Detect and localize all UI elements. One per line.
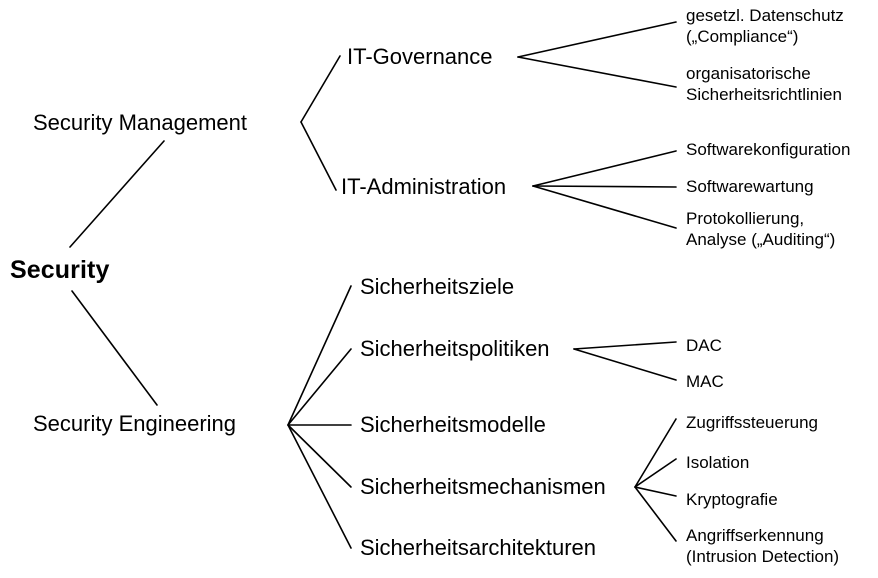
node-root-security: Security [10,256,110,284]
edge-sicherheitsmechanismen-to-isolation [634,458,677,488]
node-l3-sicherheitsmodelle: Sicherheitsmodelle [360,412,546,437]
node-l4-organisatorische: organisatorische Sicherheitsrichtlinien [686,64,842,105]
edge-security-engineering-to-sicherheitsmechanismen [287,424,352,488]
edge-security-engineering-to-sicherheitspolitiken [287,348,352,426]
node-l3-it-governance: IT-Governance [347,44,493,69]
edge-it-administration-to-softwarekonfiguration [532,150,677,187]
edge-sicherheitspolitiken-to-dac [573,341,677,350]
node-l4-isolation: Isolation [686,453,750,472]
node-l4-zugriffssteuerung: Zugriffssteuerung [686,413,818,432]
node-l3-it-administration: IT-Administration [341,174,507,199]
node-l2-security-management: Security Management [33,110,247,135]
node-l2-security-engineering: Security Engineering [33,411,237,436]
edge-sicherheitsmechanismen-to-kryptografie [634,486,677,497]
edge-it-administration-to-protokollierung [532,185,677,229]
node-l3-sicherheitspolitiken: Sicherheitspolitiken [360,336,550,361]
node-l4-softwarewartung: Softwarewartung [686,177,814,196]
edge-security-to-security-management [69,140,165,248]
edge-it-administration-to-softwarewartung [532,185,677,188]
edge-security-management-to-it-governance [300,55,341,123]
edge-sicherheitsmechanismen-to-angriffserkennung [634,486,677,542]
node-l3-sicherheitsziele: Sicherheitsziele [360,274,515,299]
node-l4-angriffserkennung: Angriffserkennung (Intrusion Detection) [686,526,840,567]
node-l4-mac: MAC [686,372,724,391]
node-l4-softwarekonfiguration: Softwarekonfiguration [686,140,851,159]
edge-security-engineering-to-sicherheitsarchitekturen [287,424,352,549]
edge-security-management-to-it-administration [300,121,337,191]
node-l3-sicherheitsmechanismen: Sicherheitsmechanismen [360,474,606,499]
node-l4-dac: DAC [686,336,722,355]
node-l4-protokollierung: Protokollierung, Analyse („Auditing“) [686,209,836,250]
edge-security-to-security-engineering [71,290,158,406]
node-l4-kryptografie: Kryptografie [686,490,778,509]
edge-it-governance-to-gesetzl-datenschutz [517,21,677,58]
edge-it-governance-to-organisatorische-sicherheitsrichtlinien [517,56,677,88]
edge-sicherheitspolitiken-to-mac [573,348,677,381]
edge-sicherheitsmechanismen-to-zugriffssteuerung [634,418,677,488]
node-l4-gesetzl-datenschutz: gesetzl. Datenschutz („Compliance“) [686,6,844,47]
node-l3-sicherheitsarchitekturen: Sicherheitsarchitekturen [360,535,597,560]
edge-security-engineering-to-sicherheitsziele [287,285,352,426]
